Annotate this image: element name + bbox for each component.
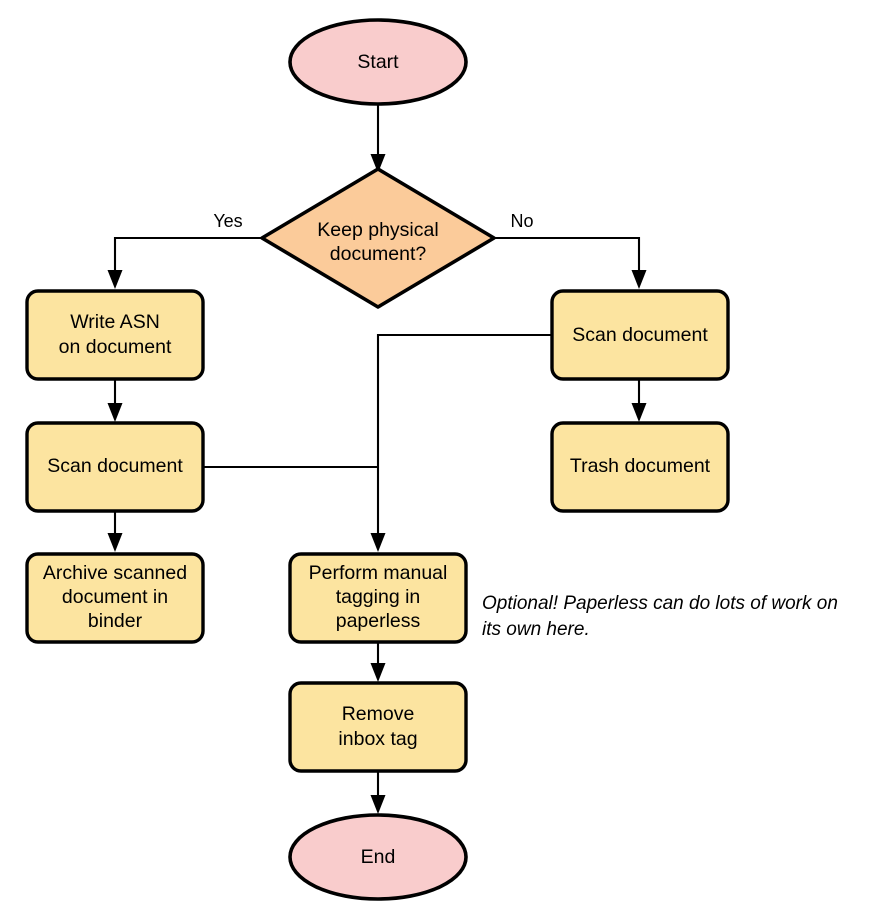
edge-scan-left-to-archive	[107, 511, 123, 552]
decision-diamond	[260, 167, 496, 309]
write-asn-label-line1: Write ASN	[70, 311, 160, 333]
optional-note-line2: its own here.	[482, 619, 590, 640]
scan-document-left-box	[25, 421, 205, 513]
edge-scan-right-to-tagging	[370, 333, 552, 552]
edge-label-no: No	[510, 211, 533, 231]
end-ellipse	[288, 813, 468, 901]
trash-document-label: Trash document	[570, 455, 711, 477]
node-remove-inbox-tag[interactable]: Remove inbox tag	[288, 681, 468, 773]
node-perform-manual-tagging[interactable]: Perform manual tagging in paperless	[288, 552, 468, 644]
archive-label-line1: Archive scanned	[43, 562, 187, 584]
optional-note-line1: Optional! Paperless can do lots of work …	[482, 593, 838, 614]
edge-decision-yes-to-write-asn	[107, 236, 262, 289]
start-ellipse	[288, 18, 468, 106]
decision-label-line1: Keep physical	[317, 219, 438, 241]
tagging-label-line1: Perform manual	[309, 562, 448, 584]
node-trash-document[interactable]: Trash document	[550, 421, 730, 513]
archive-box	[25, 552, 205, 644]
edge-decision-no-to-scan-right	[494, 236, 647, 289]
node-archive-scanned-document[interactable]: Archive scanned document in binder	[25, 552, 205, 644]
tagging-label-line3: paperless	[336, 610, 421, 632]
start-label: Start	[357, 51, 399, 73]
tagging-label-line2: tagging in	[336, 586, 421, 608]
archive-label-line3: binder	[88, 610, 143, 632]
edge-tagging-to-remove-inbox	[370, 643, 386, 682]
decision-label-line2: document?	[330, 243, 427, 265]
remove-inbox-label-line2: inbox tag	[338, 728, 417, 750]
end-label: End	[361, 846, 396, 868]
remove-inbox-tag-box	[288, 681, 468, 773]
edge-start-to-decision	[370, 103, 386, 173]
node-scan-document-right[interactable]: Scan document	[550, 289, 730, 381]
write-asn-label-line2: on document	[59, 336, 172, 358]
scan-document-left-label: Scan document	[47, 455, 183, 477]
scan-document-right-label: Scan document	[572, 324, 708, 346]
node-start[interactable]: Start	[288, 18, 468, 106]
node-end[interactable]: End	[288, 813, 468, 901]
archive-label-line2: document in	[62, 586, 168, 608]
edge-remove-inbox-to-end	[370, 771, 386, 814]
remove-inbox-label-line1: Remove	[342, 703, 415, 725]
write-asn-box	[25, 289, 205, 381]
tagging-box	[288, 552, 468, 644]
scan-document-right-box	[550, 289, 730, 381]
trash-document-box	[550, 421, 730, 513]
edge-label-yes: Yes	[213, 211, 242, 231]
edge-write-asn-to-scan-left	[107, 379, 123, 422]
node-decision-keep-physical-document[interactable]: Keep physical document?	[260, 167, 496, 309]
edge-scan-right-to-trash	[631, 379, 647, 422]
node-write-asn-on-document[interactable]: Write ASN on document	[25, 289, 205, 381]
connector-layer	[107, 103, 647, 814]
annotation-optional-note: Optional! Paperless can do lots of work …	[482, 593, 838, 640]
node-scan-document-left[interactable]: Scan document	[25, 421, 205, 513]
